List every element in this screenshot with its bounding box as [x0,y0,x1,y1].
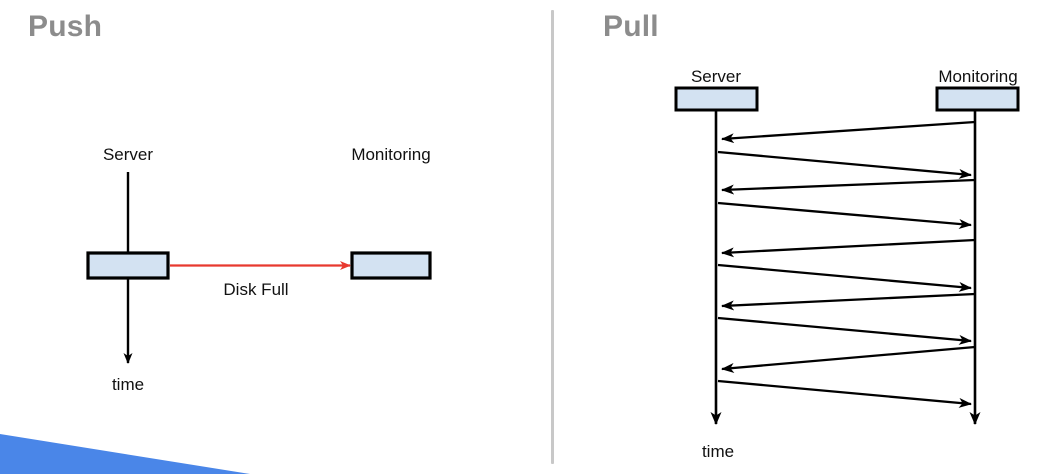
pull-message-arrow-10 [717,379,972,408]
push-activation-box-server [86,251,170,280]
sequence-diagram-push: Server Monitoring Disk Full time [86,145,432,394]
pull-message-arrow-3 [721,178,976,195]
pull-actor-box-server [674,86,759,112]
pull-actor-box-monitoring [935,86,1020,112]
push-message-label-disk-full: Disk Full [223,280,288,299]
pull-message-arrow-4 [717,201,972,229]
pull-message-arrow-2 [717,150,972,179]
push-time-axis-label: time [112,375,144,394]
pull-message-arrow-9 [721,345,976,373]
panel-divider [551,10,554,464]
panel-title-push: Push [28,10,103,43]
pull-message-arrow-6 [717,263,972,292]
pull-time-axis-label: time [702,442,734,461]
pull-message-arrow-8 [717,316,972,345]
pull-actor-label-server: Server [691,67,741,86]
pull-actor-label-monitoring: Monitoring [938,67,1017,86]
panel-title-pull: Pull [603,10,659,43]
push-actor-label-server: Server [103,145,153,164]
push-actor-label-monitoring: Monitoring [351,145,430,164]
pull-message-arrow-5 [721,238,976,258]
pull-message-arrow-1 [721,120,976,144]
push-activation-box-monitoring [350,251,432,280]
pull-message-arrow-7 [721,292,976,311]
